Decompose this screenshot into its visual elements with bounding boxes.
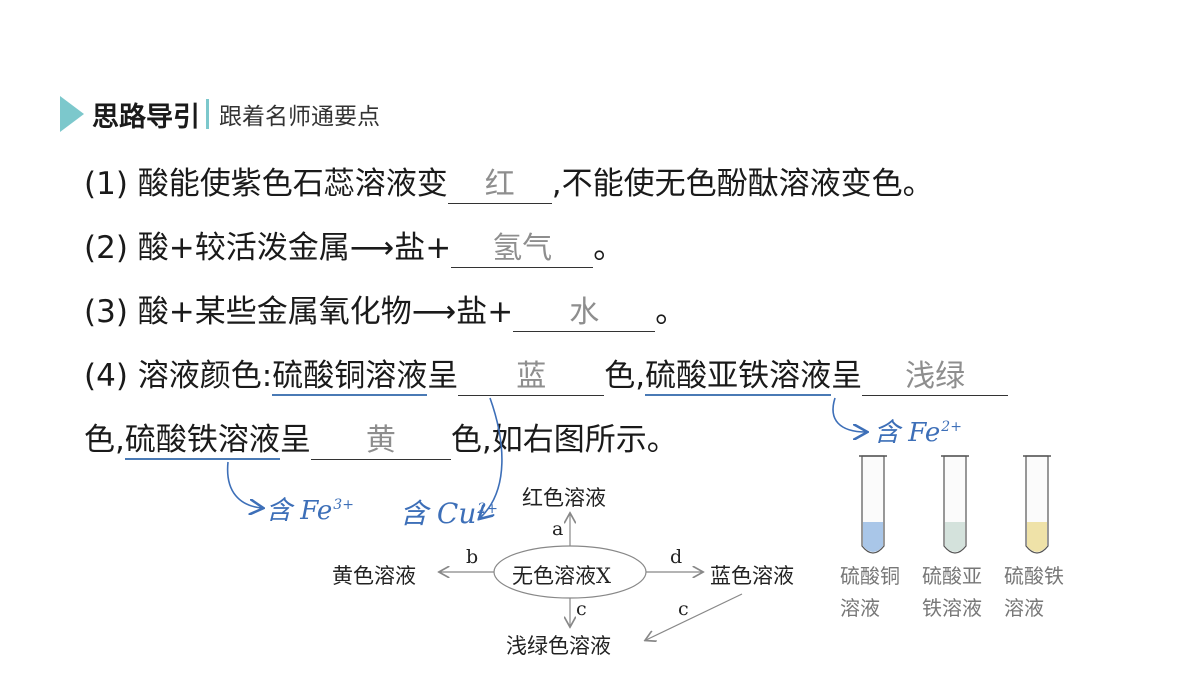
line-3-text: (3) 酸+某些金属氧化物 bbox=[84, 294, 412, 330]
section-title: 思路导引 bbox=[92, 101, 200, 133]
node-bottom: 浅绿色溶液 bbox=[506, 634, 611, 658]
line-1: (1) 酸能使紫色石蕊溶液变红,不能使无色酚酞溶液变色。 bbox=[84, 164, 934, 204]
edge-label-a: a bbox=[552, 518, 564, 540]
reaction-arrow: ⟶ bbox=[349, 230, 395, 266]
fe2so43-term: 硫酸铁溶液 bbox=[124, 422, 280, 460]
line-3-mid: 盐+ bbox=[456, 294, 514, 330]
line-4-text: (4) 溶液颜色: bbox=[84, 358, 273, 394]
line-3: (3) 酸+某些金属氧化物⟶盐+水。 bbox=[84, 292, 686, 332]
annotation-arrow-fe3 bbox=[226, 461, 262, 508]
note-cu2: 含 Cu2+ bbox=[400, 497, 498, 530]
answer-blank-6: 黄 bbox=[310, 421, 451, 460]
edge-label-c1: c bbox=[576, 598, 587, 620]
line-2: (2) 酸+较活泼金属⟶盐+氢气。 bbox=[84, 228, 624, 268]
note-fe3: 含 Fe3+ bbox=[266, 496, 354, 526]
answer-blank-1: 红 bbox=[447, 165, 552, 204]
line-5: 色,硫酸铁溶液呈黄色,如右图所示。 bbox=[84, 420, 678, 460]
test-tube-3-liquid bbox=[1027, 522, 1047, 546]
answer-blank-3: 水 bbox=[513, 293, 656, 332]
annotation-arrow-cu2 bbox=[480, 397, 503, 518]
answer-blank-2: 氢气 bbox=[451, 229, 594, 268]
line-4-cheng-2: 呈 bbox=[831, 358, 863, 394]
answer-blank-4: 蓝 bbox=[458, 357, 605, 396]
test-tube-3 bbox=[1023, 455, 1051, 554]
line-1-text: (1) 酸能使紫色石蕊溶液变 bbox=[84, 166, 448, 202]
annotation-arrow-fe2 bbox=[832, 397, 866, 432]
line-2-mid: 盐+ bbox=[394, 230, 452, 266]
note-fe2: 含 Fe2+ bbox=[874, 418, 962, 448]
cuso4-term: 硫酸铜溶液 bbox=[272, 358, 428, 396]
node-top: 红色溶液 bbox=[522, 486, 606, 510]
section-header: 思路导引 跟着名师通要点 bbox=[60, 92, 380, 136]
line-1-tail: ,不能使无色酚酞溶液变色。 bbox=[551, 166, 934, 202]
feso4-term: 硫酸亚铁溶液 bbox=[645, 358, 832, 396]
edge-label-d: d bbox=[670, 546, 683, 568]
line-5-text: 色, bbox=[84, 422, 125, 458]
line-4-mid: 色, bbox=[604, 358, 646, 394]
test-tube-2-liquid bbox=[945, 522, 965, 546]
line-2-text: (2) 酸+较活泼金属 bbox=[84, 230, 350, 266]
line-5-cheng: 呈 bbox=[279, 422, 311, 458]
section-subtitle: 跟着名师通要点 bbox=[219, 104, 380, 130]
play-triangle-icon bbox=[60, 96, 84, 132]
node-center: 无色溶液X bbox=[512, 564, 611, 588]
node-right: 蓝色溶液 bbox=[710, 564, 794, 588]
tube-label-1: 硫酸铜溶液 bbox=[840, 564, 900, 620]
line-4: (4) 溶液颜色:硫酸铜溶液呈蓝色,硫酸亚铁溶液呈浅绿 bbox=[84, 356, 1009, 396]
line-2-tail: 。 bbox=[593, 230, 625, 266]
line-4-cheng-1: 呈 bbox=[427, 358, 459, 394]
reaction-arrow: ⟶ bbox=[411, 294, 457, 330]
tube-label-2: 硫酸亚铁溶液 bbox=[922, 564, 982, 620]
node-left: 黄色溶液 bbox=[332, 564, 416, 588]
test-tube-2 bbox=[941, 455, 969, 554]
edge-label-b: b bbox=[466, 546, 479, 568]
edge-label-c2: c bbox=[678, 598, 689, 620]
tube-label-3: 硫酸铁溶液 bbox=[1004, 564, 1064, 620]
line-5-tail: 色,如右图所示。 bbox=[450, 422, 678, 458]
test-tube-1 bbox=[859, 455, 887, 554]
test-tube-1-liquid bbox=[863, 522, 883, 546]
answer-blank-5: 浅绿 bbox=[862, 357, 1009, 396]
header-divider bbox=[206, 99, 209, 129]
line-3-tail: 。 bbox=[655, 294, 687, 330]
arrow-c2 bbox=[646, 593, 743, 640]
